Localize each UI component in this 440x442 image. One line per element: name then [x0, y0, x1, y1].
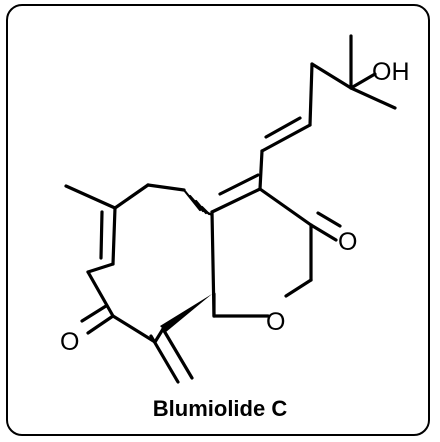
bond-chain-1 — [308, 62, 314, 127]
bond-exo-double-inner — [218, 173, 260, 196]
bond-diene-double-a-inner — [264, 116, 302, 139]
bond-exo-double — [210, 187, 262, 214]
bond-lactone-1 — [258, 187, 313, 227]
bond-ring-d — [86, 262, 115, 274]
bond-ketone — [86, 314, 115, 335]
bond-ring-g — [153, 327, 165, 344]
bond-chain-2 — [258, 149, 264, 191]
bond-quat-chain — [310, 62, 353, 90]
bond-ring-e — [86, 270, 115, 318]
bond-carbonyl — [309, 223, 338, 242]
figure-frame — [6, 4, 430, 436]
compound-name: Blumiolide C — [152, 396, 288, 421]
bond-ring-a — [146, 183, 186, 192]
bond-methyl-right — [349, 86, 397, 110]
bond-hashed-wedge — [182, 188, 214, 217]
bond-ring-c — [111, 206, 117, 266]
bond-wedge-down — [160, 294, 212, 332]
bond-ketone-inner — [80, 304, 108, 323]
bond-ring-b — [113, 183, 150, 210]
bond-methylene-inner — [149, 334, 180, 384]
bond-c-oh — [349, 72, 377, 90]
bond-diene-double-a — [260, 123, 312, 153]
atom-label-ketone-oxygen: O — [60, 328, 79, 356]
atom-label-ring-oxygen: O — [266, 308, 285, 336]
atom-label-hydroxyl: OH — [372, 58, 410, 86]
bond-ring-f — [111, 314, 157, 344]
bond-lactone-3 — [284, 278, 313, 298]
atom-label-carbonyl-oxygen: O — [338, 228, 357, 256]
bond-carbonyl-inner — [316, 211, 342, 228]
bond-methylene — [161, 327, 194, 380]
bond-ring-c-inner — [99, 210, 104, 260]
bond-methyl-ring — [64, 184, 117, 210]
